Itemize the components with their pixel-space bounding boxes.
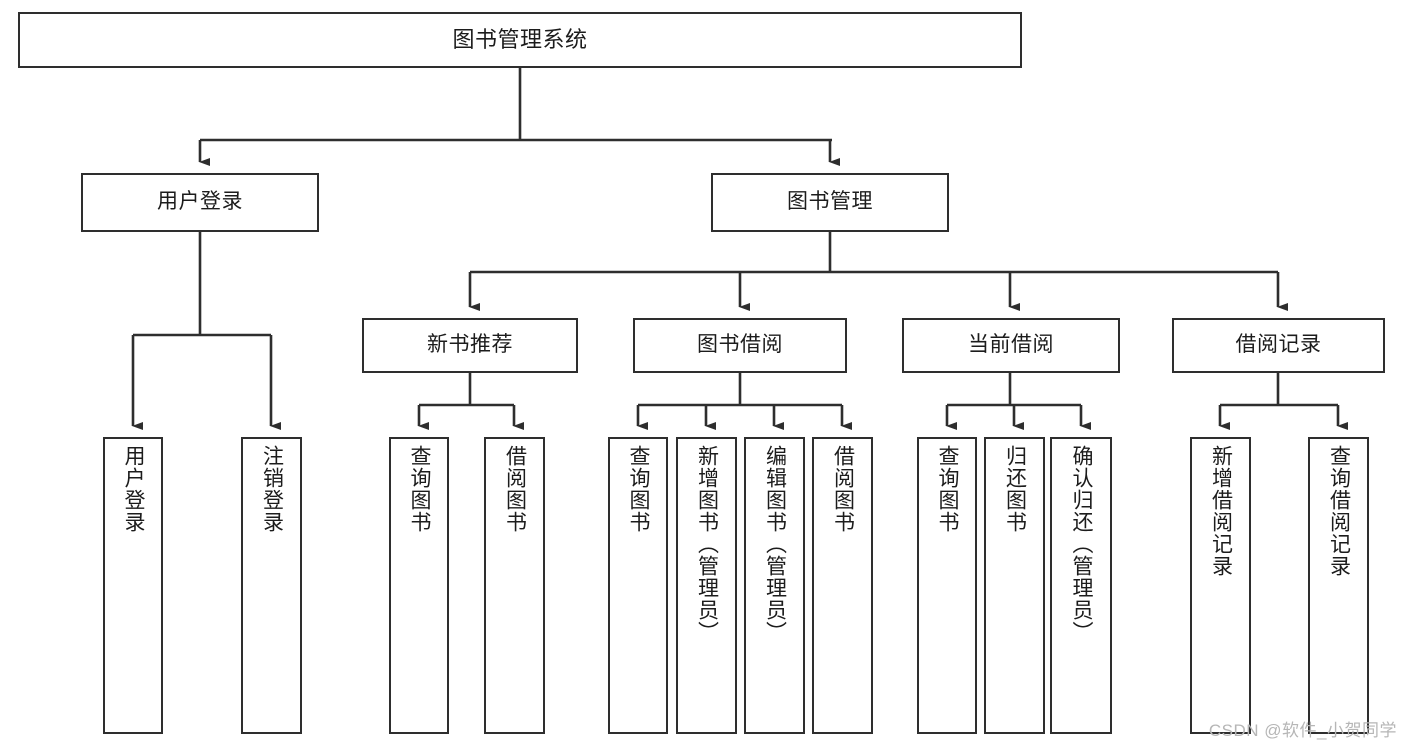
node-label: 编辑图书（管理员） xyxy=(763,445,787,643)
node-new-book-recommend[interactable]: 新书推荐 xyxy=(362,318,578,373)
node-label: 查询借阅记录 xyxy=(1327,445,1351,577)
node-label: 当前借阅 xyxy=(968,333,1054,357)
node-label: 借阅图书 xyxy=(831,445,855,533)
node-root-system[interactable]: 图书管理系统 xyxy=(18,12,1022,68)
leaf-query-book-borrow[interactable]: 查询图书 xyxy=(608,437,668,734)
node-book-borrow[interactable]: 图书借阅 xyxy=(633,318,847,373)
node-label: 借阅图书 xyxy=(503,445,527,533)
csdn-watermark: CSDN @软件_小贺同学 xyxy=(1208,721,1397,740)
node-label: 注销登录 xyxy=(260,445,284,533)
node-label: 归还图书 xyxy=(1003,445,1027,533)
node-label: 查询图书 xyxy=(627,445,651,533)
node-label: 图书借阅 xyxy=(697,333,783,357)
leaf-query-book-recommend[interactable]: 查询图书 xyxy=(389,437,449,734)
node-label: 用户登录 xyxy=(122,445,146,533)
leaf-edit-book-admin[interactable]: 编辑图书（管理员） xyxy=(744,437,805,734)
node-label: 新增图书（管理员） xyxy=(695,445,719,643)
node-label: 新增借阅记录 xyxy=(1209,445,1233,577)
leaf-borrow-book-recommend[interactable]: 借阅图书 xyxy=(484,437,545,734)
node-label: 新书推荐 xyxy=(427,333,513,357)
node-borrow-record[interactable]: 借阅记录 xyxy=(1172,318,1385,373)
node-current-borrow[interactable]: 当前借阅 xyxy=(902,318,1120,373)
leaf-return-book[interactable]: 归还图书 xyxy=(984,437,1045,734)
node-label: 用户登录 xyxy=(157,190,243,214)
node-user-login[interactable]: 用户登录 xyxy=(81,173,319,232)
leaf-borrow-book-borrow[interactable]: 借阅图书 xyxy=(812,437,873,734)
leaf-add-borrow-record[interactable]: 新增借阅记录 xyxy=(1190,437,1251,734)
node-label: 借阅记录 xyxy=(1235,333,1322,357)
leaf-confirm-return-admin[interactable]: 确认归还（管理员） xyxy=(1050,437,1112,734)
node-label: 查询图书 xyxy=(936,445,960,533)
node-label: 图书管理系统 xyxy=(452,27,588,53)
leaf-query-book-current[interactable]: 查询图书 xyxy=(917,437,977,734)
leaf-logout[interactable]: 注销登录 xyxy=(241,437,302,734)
leaf-add-book-admin[interactable]: 新增图书（管理员） xyxy=(676,437,737,734)
leaf-user-login[interactable]: 用户登录 xyxy=(103,437,163,734)
node-book-management[interactable]: 图书管理 xyxy=(711,173,949,232)
node-label: 图书管理 xyxy=(787,190,873,214)
node-label: 查询图书 xyxy=(408,445,432,533)
leaf-query-borrow-record[interactable]: 查询借阅记录 xyxy=(1308,437,1369,734)
node-label: 确认归还（管理员） xyxy=(1070,445,1094,643)
